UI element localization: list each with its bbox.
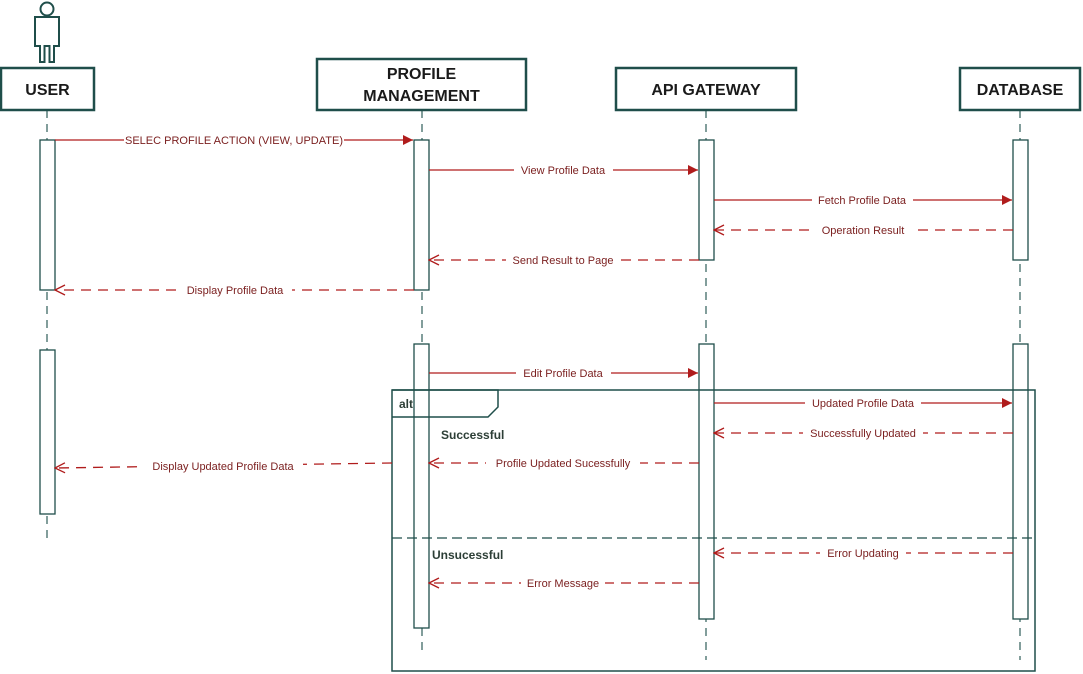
participant-user: USER (0, 66, 96, 112)
activation-profile-1 (413, 139, 430, 291)
message-arrow-display-updated (55, 463, 393, 468)
message-label-bg (124, 133, 344, 147)
activation-bars (39, 139, 1029, 629)
message-label-bg (514, 163, 613, 177)
participant-db: DATABASE (958, 66, 1082, 112)
message-label-bg (178, 283, 292, 297)
participant-label-profile-line2: MANAGEMENT (363, 88, 480, 105)
message-label-operation-result: Operation Result (822, 225, 905, 237)
activation-api-1 (698, 139, 715, 261)
message-label-error-updating: Error Updating (827, 548, 899, 560)
activation-db-1 (1012, 139, 1029, 261)
message-label-edit-profile: Edit Profile Data (523, 368, 603, 380)
participant-box-db (958, 66, 1082, 112)
participant-box-profile (315, 57, 528, 112)
participant-label-api: API GATEWAY (651, 82, 761, 99)
activation-api-2 (698, 343, 715, 620)
message-label-select-action: SELEC PROFILE ACTION (VIEW, UPDATE) (125, 135, 343, 147)
alt-frame (391, 389, 1036, 672)
message-label-bg (506, 253, 621, 267)
participant-label-user: USER (25, 82, 70, 99)
message-label-bg (516, 366, 611, 380)
message-label-bg (812, 193, 913, 207)
participant-profile: PROFILE MANAGEMENT (315, 57, 528, 112)
actor-icon (34, 1, 60, 63)
activation-user-1 (39, 139, 56, 291)
message-label-bg (803, 426, 923, 440)
participant-api: API GATEWAY (614, 66, 798, 112)
message-label-bg (805, 396, 921, 410)
message-label-updated-profile: Updated Profile Data (812, 398, 915, 410)
participant-box-api (614, 66, 798, 112)
alt-guard-unsuccessful: Unsucessful (432, 548, 503, 562)
message-label-bg (486, 456, 640, 470)
message-label-view-profile: View Profile Data (521, 165, 606, 177)
participant-label-profile-line1: PROFILE (387, 66, 457, 83)
message-label-display-profile: Display Profile Data (187, 285, 284, 297)
activation-db-2 (1012, 343, 1029, 620)
message-label-display-updated: Display Updated Profile Data (152, 461, 294, 473)
message-label-profile-updated: Profile Updated Sucessfully (496, 458, 631, 470)
message-label-error-message: Error Message (527, 578, 599, 590)
participant-box-user (0, 66, 96, 112)
participant-label-db: DATABASE (977, 82, 1064, 99)
message-label-fetch-profile: Fetch Profile Data (818, 195, 907, 207)
alt-operator-tab (392, 389, 499, 418)
activation-profile-2 (413, 343, 430, 629)
message-label-bg (521, 576, 605, 590)
message-label-bg (143, 459, 303, 473)
message-label-bg (820, 546, 906, 560)
message-label-bg (814, 223, 912, 237)
alt-fragment: alt Successful Unsucessful (391, 389, 1036, 672)
message-label-successfully-updated: Successfully Updated (810, 428, 916, 440)
message-label-send-result: Send Result to Page (513, 255, 614, 267)
messages: SELEC PROFILE ACTION (VIEW, UPDATE) View… (55, 133, 1013, 590)
activation-user-2 (39, 349, 56, 515)
alt-guard-successful: Successful (441, 428, 504, 442)
alt-operator-label: alt (399, 397, 413, 411)
